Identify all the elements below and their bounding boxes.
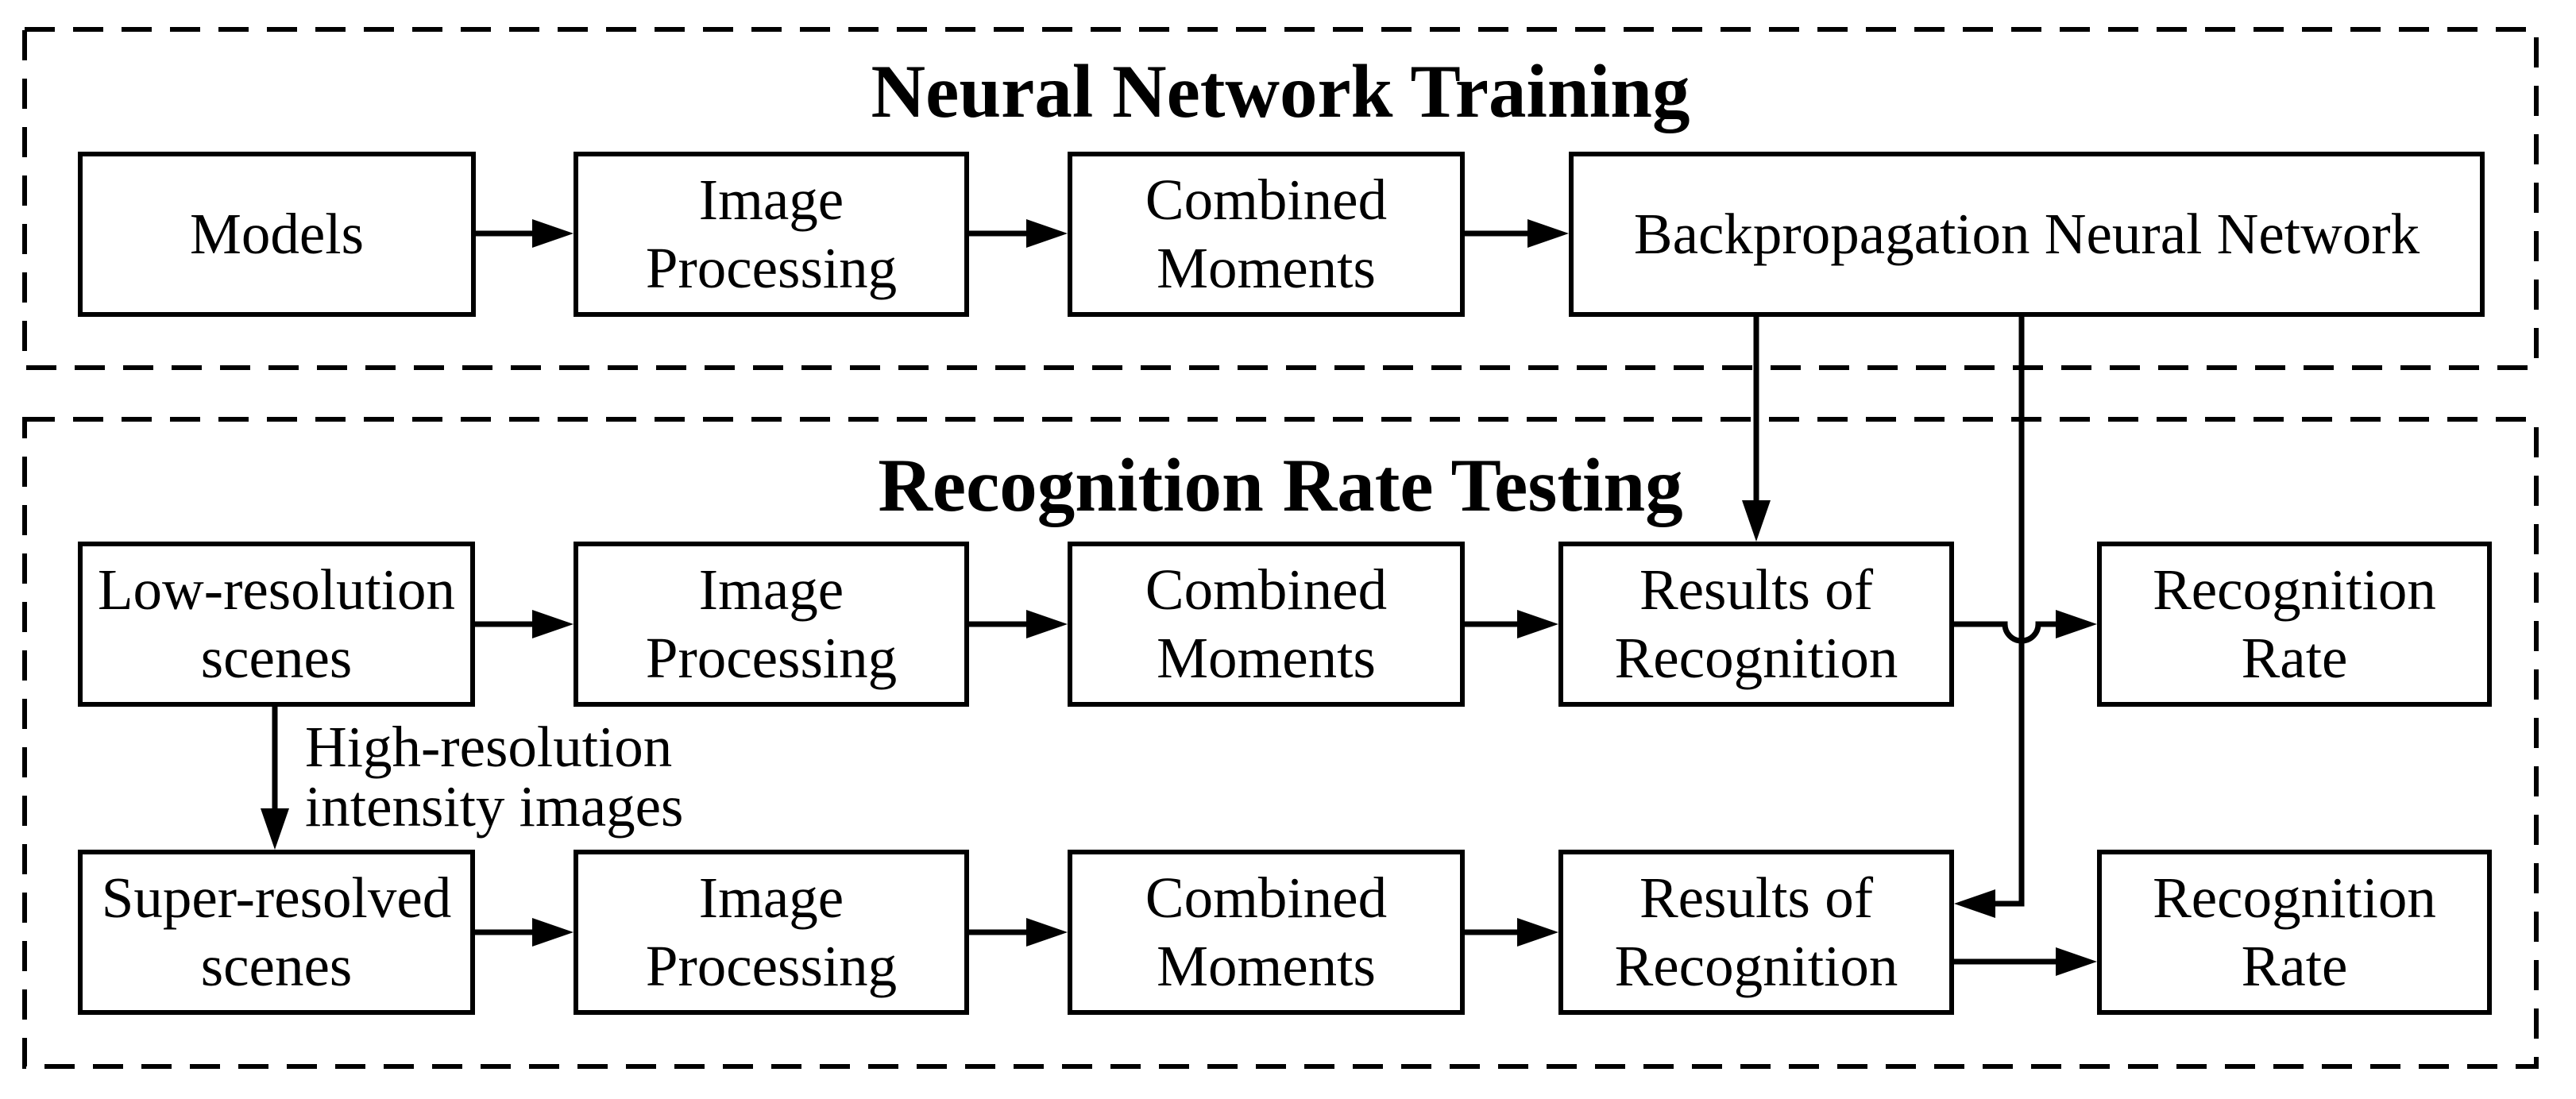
box-results-of-recognition-super: Results of Recognition [1558, 850, 1954, 1015]
testing-section-border [22, 417, 2539, 1069]
box-combined-moments-training: Combined Moments [1068, 152, 1465, 317]
arrow-image-processing-to-combined-moments-training [969, 219, 1068, 248]
arrow-lowres-to-superres [261, 707, 289, 850]
box-image-processing-super: Image Processing [574, 850, 969, 1015]
box-image-processing-training: Image Processing [574, 152, 969, 317]
box-low-resolution-scenes: Low-resolution scenes [78, 542, 475, 707]
box-results-of-recognition-low: Results of Recognition [1558, 542, 1954, 707]
arrow-models-to-image-processing [476, 219, 574, 248]
arrow-bpnn-to-results-low [1742, 317, 1771, 542]
box-super-resolved-scenes: Super-resolved scenes [78, 850, 475, 1015]
arrow-image-processing-to-combined-moments-low [969, 610, 1068, 638]
box-combined-moments-low: Combined Moments [1068, 542, 1465, 707]
high-resolution-intensity-images-label: High-resolution intensity images [305, 715, 684, 839]
box-recognition-rate-low: Recognition Rate [2097, 542, 2492, 707]
training-section-border [22, 27, 2539, 370]
arrow-combined-moments-to-results-super [1465, 918, 1558, 947]
testing-section-title: Recognition Rate Testing [878, 443, 1683, 527]
box-backpropagation-neural-network: Backpropagation Neural Network [1569, 152, 2485, 317]
box-image-processing-low: Image Processing [574, 542, 969, 707]
arrow-combined-moments-to-bpnn [1465, 219, 1569, 248]
box-combined-moments-super: Combined Moments [1068, 850, 1465, 1015]
arrow-image-processing-to-combined-moments-super [969, 918, 1068, 947]
box-models: Models [78, 152, 476, 317]
arrow-combined-moments-to-results-low [1465, 610, 1558, 638]
box-recognition-rate-super: Recognition Rate [2097, 850, 2492, 1015]
arrow-results-to-rate-low [1954, 610, 2097, 644]
arrow-lowres-to-image-processing [475, 610, 574, 638]
arrow-bpnn-to-results-super [1954, 317, 2025, 918]
arrow-superres-to-image-processing [475, 918, 574, 947]
training-section-title: Neural Network Training [871, 49, 1690, 133]
arrow-results-to-rate-super [1954, 947, 2097, 976]
